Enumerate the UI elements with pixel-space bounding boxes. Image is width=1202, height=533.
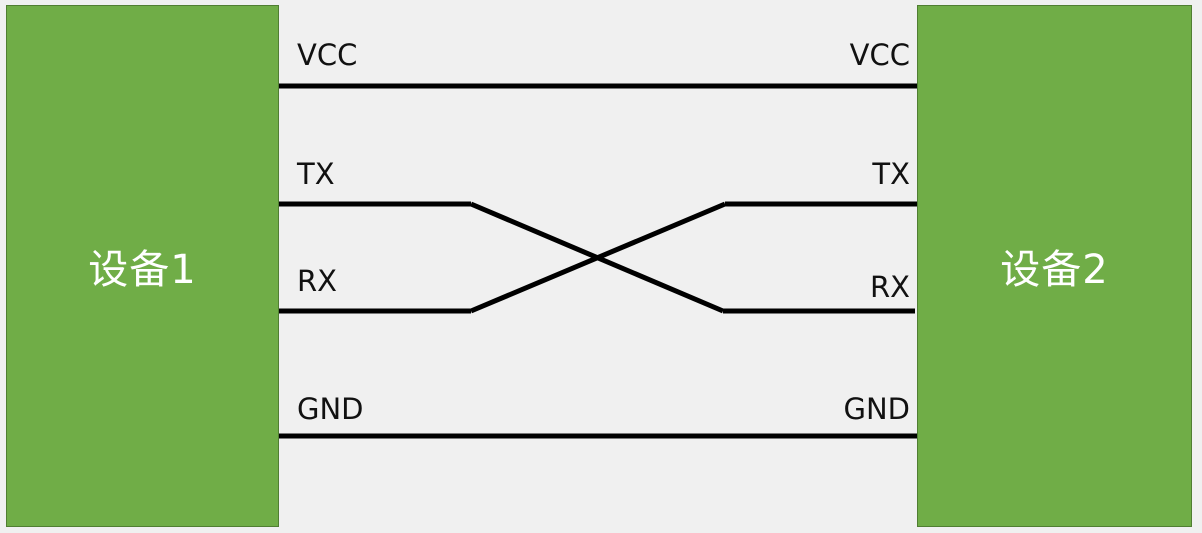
device-1-box: 设备1 <box>6 5 279 527</box>
right-vcc-label: VCC <box>849 38 910 72</box>
right-gnd-label: GND <box>843 392 911 426</box>
right-rx-label: RX <box>869 270 910 304</box>
device-2-label: 设备2 <box>1000 247 1109 293</box>
right-tx-label: TX <box>872 157 910 191</box>
left-gnd-label: GND <box>297 392 364 426</box>
rx-to-tx-crossover-wire <box>470 201 726 314</box>
left-tx-label: TX <box>297 157 335 191</box>
left-vcc-label: VCC <box>297 38 358 72</box>
device-1-label: 设备1 <box>88 247 197 293</box>
device-2-box: 设备2 <box>917 5 1192 527</box>
left-rx-label: RX <box>297 264 338 298</box>
